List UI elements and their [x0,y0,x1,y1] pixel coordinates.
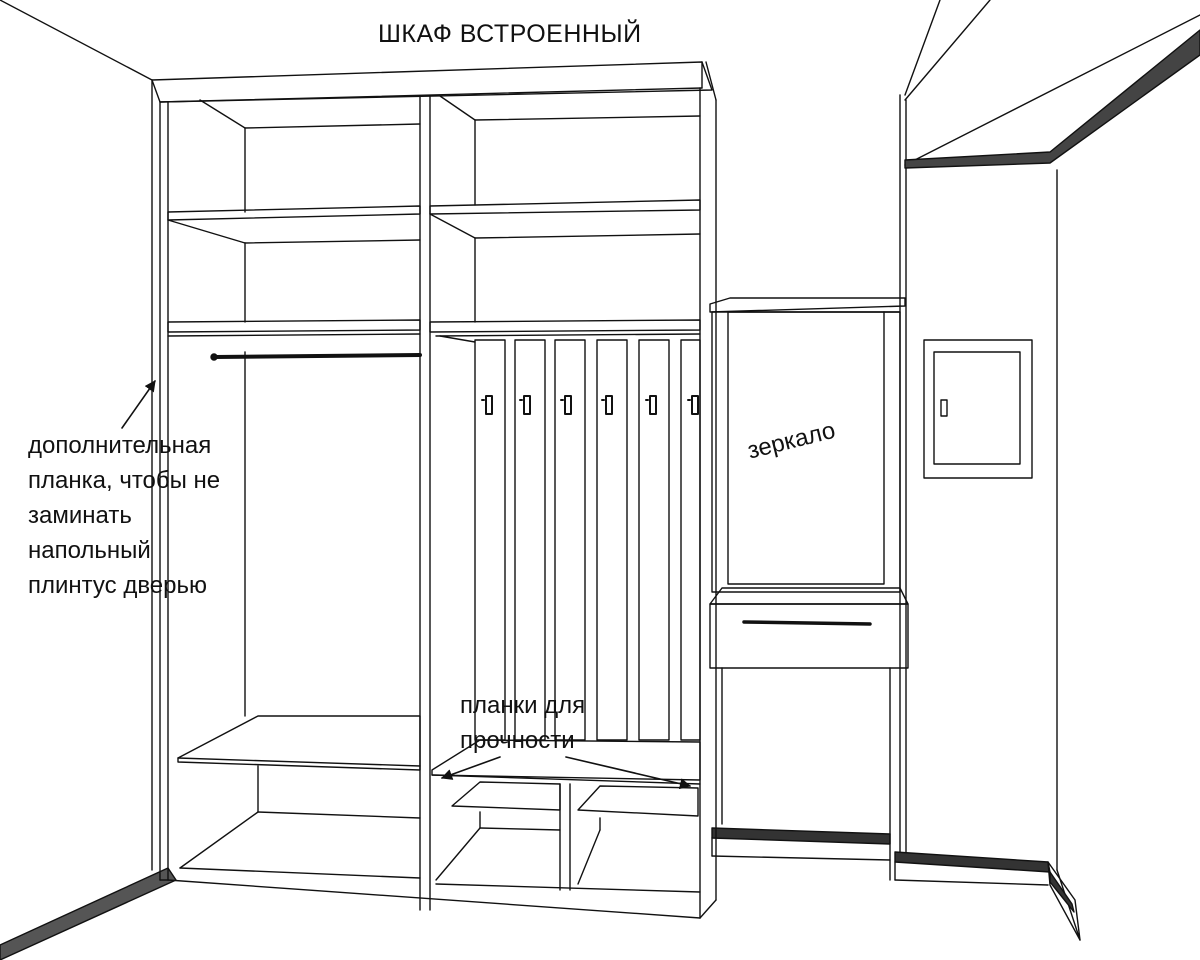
strength-strips-note: планки для прочности [460,688,585,758]
left-section [167,95,431,911]
note-line: прочности [460,727,575,754]
electrical-panel [923,339,1033,479]
mirror-cabinet [709,297,909,835]
right-section [429,95,701,893]
wardrobe-carcass [151,61,717,919]
note-line: плинтус дверью [28,572,208,599]
annotation-arrows [121,380,692,790]
baseboards [0,827,1081,960]
note-line: планка, чтобы не [28,467,221,494]
note-line: напольный [28,537,151,564]
crown-molding [904,29,1200,169]
note-line: планки для [460,692,586,719]
coat-hooks [481,395,699,415]
hook-panels [474,339,701,741]
extra-strip-note: дополнительная планка, чтобы не заминать… [28,428,220,603]
note-line: заминать [28,502,132,529]
diagram-title: ШКАФ ВСТРОЕННЫЙ [378,20,642,48]
note-line: дополнительная [28,432,212,459]
